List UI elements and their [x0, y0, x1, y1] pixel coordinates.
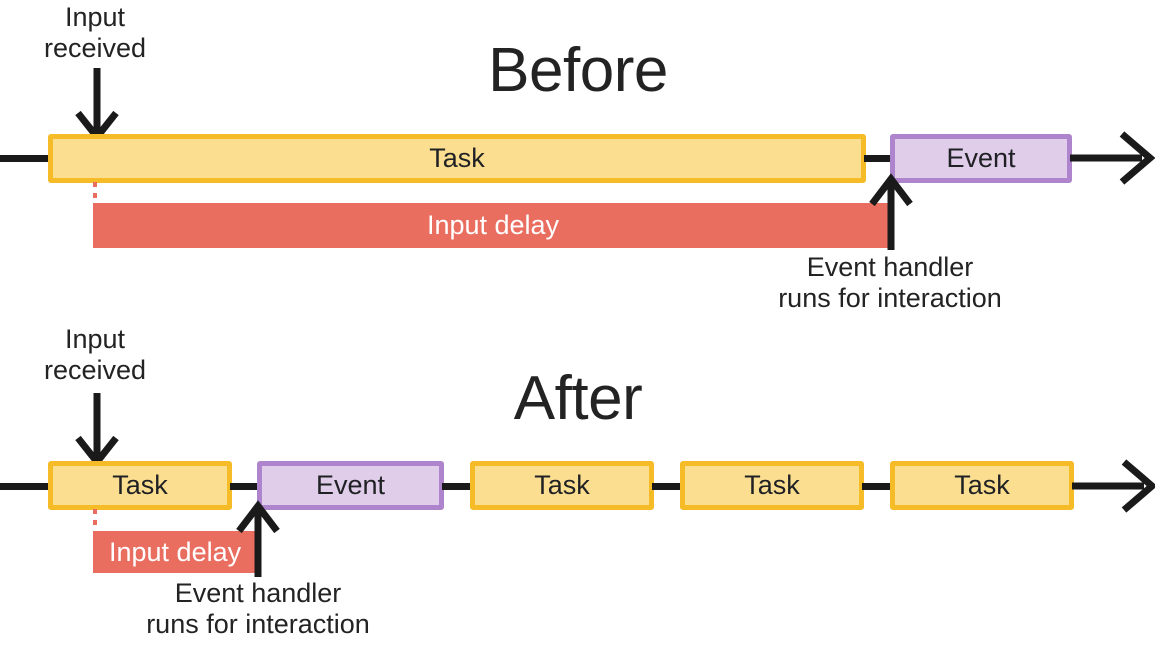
after-input-received-label: Input received	[20, 324, 170, 387]
before-input-delay-label: Input delay	[426, 210, 560, 240]
before-timeline-trailing-arrow-icon	[1070, 131, 1155, 185]
after-task-label-4: Task	[954, 470, 1010, 500]
before-event-handler-note-line2: runs for interaction	[778, 283, 1002, 314]
after-event-handler-note-line1: Event handler	[174, 578, 342, 608]
after-connector-4	[862, 483, 892, 490]
after-connector-1	[230, 483, 260, 490]
after-task-block-4: Task	[890, 461, 1074, 510]
after-input-delay-bar: Input delay	[93, 531, 260, 573]
after-input-received-line2: received	[43, 355, 147, 386]
after-task-block-1: Task	[48, 461, 232, 510]
before-task-event-connector	[864, 155, 892, 162]
before-input-received-line2: received	[43, 33, 147, 64]
after-connector-2	[442, 483, 472, 490]
before-event-block: Event	[890, 134, 1072, 183]
after-event-block: Event	[257, 461, 444, 510]
after-timeline-trailing-arrow-icon	[1072, 459, 1155, 513]
after-input-delay-guide	[93, 509, 97, 532]
before-input-delay-bar: Input delay	[93, 203, 893, 248]
after-task-label-1: Task	[112, 470, 168, 500]
before-event-handler-arrow-icon	[869, 173, 913, 250]
before-title: Before	[488, 36, 668, 105]
before-event-handler-note-line1: Event handler	[806, 252, 974, 282]
before-task-block: Task	[48, 134, 866, 183]
after-task-label-3: Task	[744, 470, 800, 500]
after-event-handler-note: Event handler runs for interaction	[108, 578, 408, 641]
before-input-received-line1: Input	[64, 2, 126, 32]
after-connector-3	[652, 483, 682, 490]
before-input-delay-guide	[93, 182, 97, 204]
after-task-label-2: Task	[534, 470, 590, 500]
after-event-handler-arrow-icon	[236, 500, 280, 577]
before-timeline-leading-line	[0, 155, 50, 162]
before-event-handler-note: Event handler runs for interaction	[740, 252, 1040, 315]
before-task-label: Task	[429, 143, 485, 173]
after-title: After	[513, 364, 643, 433]
after-input-received-line1: Input	[64, 324, 126, 354]
before-input-received-label: Input received	[20, 2, 170, 65]
after-event-label: Event	[315, 470, 386, 500]
before-event-label: Event	[946, 143, 1016, 173]
after-input-delay-label: Input delay	[109, 536, 242, 567]
after-input-received-arrow-icon	[75, 393, 119, 468]
after-event-handler-note-line2: runs for interaction	[146, 609, 370, 640]
after-task-block-2: Task	[470, 461, 654, 510]
after-task-block-3: Task	[680, 461, 864, 510]
before-input-received-arrow-icon	[75, 68, 119, 143]
after-timeline-leading-line	[0, 483, 50, 490]
